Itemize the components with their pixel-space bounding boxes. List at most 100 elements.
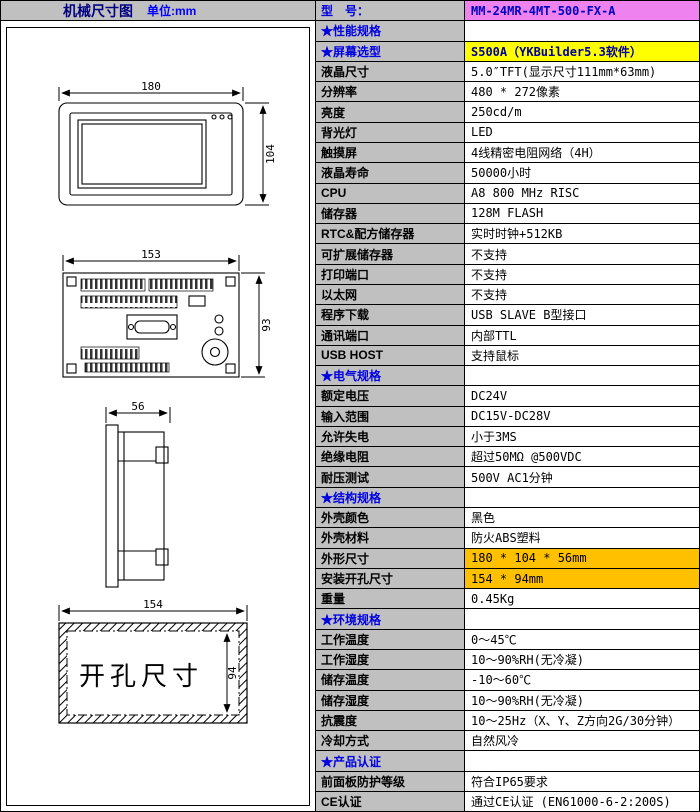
spec-value: 480 * 272像素 <box>465 82 699 102</box>
spec-value: -10～60℃ <box>465 670 699 690</box>
svg-text:153: 153 <box>141 249 161 261</box>
spec-label: 外形尺寸 <box>316 548 465 568</box>
spec-label: 可扩展储存器 <box>316 244 465 264</box>
cutout-outline: 开孔尺寸 <box>58 622 248 724</box>
spec-label: 工作温度 <box>316 629 465 649</box>
spec-value: DC24V <box>465 386 699 406</box>
vent-grille <box>80 346 140 360</box>
spec-value: 128M FLASH <box>465 203 699 224</box>
spec-value: DC15V-DC28V <box>465 406 699 426</box>
spec-value: 5.0″TFT(显示尺寸111mm*63mm) <box>465 61 699 82</box>
spec-label: ★屏幕选型 <box>316 41 465 61</box>
spec-value: 180 * 104 * 56mm <box>465 548 699 568</box>
spec-label: 抗震度 <box>316 710 465 731</box>
spec-label: 安装开孔尺寸 <box>316 568 465 589</box>
spec-label: 输入范围 <box>316 406 465 426</box>
spec-label: 重量 <box>316 589 465 609</box>
model-value: MM-24MR-4MT-500-FX-A <box>465 1 699 21</box>
spec-label: 打印端口 <box>316 264 465 284</box>
spec-value: S500A（YKBuilder5.3软件） <box>465 41 699 61</box>
spec-label: 前面板防护等级 <box>316 771 465 791</box>
front-outline <box>58 102 244 206</box>
spec-row: 冷却方式自然风冷 <box>316 731 699 752</box>
spec-value: 500V AC1分钟 <box>465 467 699 487</box>
svg-text:104: 104 <box>264 144 277 164</box>
spec-value: 154 * 94mm <box>465 568 699 589</box>
spec-value: 10～25Hz（X、Y、Z方向2G/30分钟） <box>465 710 699 731</box>
spec-label: 背光灯 <box>316 122 465 142</box>
drawing-area-border <box>6 27 310 806</box>
spec-label: 外壳材料 <box>316 528 465 548</box>
spec-value: 250cd/m <box>465 102 699 122</box>
spec-value: 自然风冷 <box>465 731 699 751</box>
spec-label: 允许失电 <box>316 426 465 447</box>
spec-section-row: ★环境规格 <box>316 609 699 630</box>
spec-value: 实时时钟+512KB <box>465 224 699 244</box>
spec-row: 以太网不支持 <box>316 284 699 306</box>
unit-label: 单位:mm <box>147 4 197 19</box>
spec-label: 储存器 <box>316 203 465 224</box>
side-depth-dimension: 56 <box>105 401 171 423</box>
vent-grille <box>80 278 146 292</box>
front-view-drawing: 180 104 <box>58 81 277 206</box>
mounting-clip <box>155 446 169 464</box>
connector-port <box>126 314 178 340</box>
rear-width-dimension: 153 <box>62 249 240 271</box>
mechanical-panel: 机械尺寸图 单位:mm 180 <box>1 1 315 811</box>
model-label: 型 号： <box>316 1 465 21</box>
spec-label: CPU <box>316 183 465 203</box>
spec-row: 外壳颜色黑色 <box>316 508 699 529</box>
spec-label: 外壳颜色 <box>316 508 465 528</box>
spec-value: 不支持 <box>465 284 699 305</box>
spec-value: 小于3MS <box>465 426 699 447</box>
spec-value: 0～45℃ <box>465 629 699 649</box>
spec-row: 绝缘电阻超过50MΩ @500VDC <box>316 447 699 468</box>
spec-value: 超过50MΩ @500VDC <box>465 447 699 467</box>
spec-label: 亮度 <box>316 102 465 122</box>
spec-row: RTC&配方储存器实时时钟+512KB <box>316 224 699 245</box>
mounting-clip <box>155 548 169 566</box>
spec-row: 外壳材料防火ABS塑料 <box>316 528 699 549</box>
spec-value: 4线精密电阻网络（4H） <box>465 142 699 163</box>
spec-label: ★环境规格 <box>316 609 465 629</box>
spec-row: 前面板防护等级符合IP65要求 <box>316 771 699 792</box>
side-view-drawing: 56 <box>105 401 171 588</box>
cutout-drawing: 154 开孔尺寸 94 <box>58 599 248 724</box>
spec-value: A8 800 MHz RISC <box>465 183 699 203</box>
spec-value: USB SLAVE B型接口 <box>465 305 699 325</box>
cutout-width-dimension: 154 <box>58 599 248 621</box>
spec-row: CE认证通过CE认证 (EN61000-6-2:200S) <box>316 791 699 811</box>
vent-grille <box>80 295 178 309</box>
spec-value: 内部TTL <box>465 325 699 345</box>
spec-label: 储存温度 <box>316 670 465 690</box>
spec-value: 支持鼠标 <box>465 345 699 366</box>
spec-value <box>465 487 699 508</box>
spec-row: 可扩展储存器不支持 <box>316 244 699 265</box>
rear-height-dimension: 93 <box>241 272 273 378</box>
spec-label: 额定电压 <box>316 386 465 406</box>
spec-label: 触摸屏 <box>316 142 465 163</box>
spec-label: 冷却方式 <box>316 731 465 751</box>
spec-label: 绝缘电阻 <box>316 447 465 467</box>
spec-value <box>465 366 699 386</box>
spec-label: ★产品认证 <box>316 751 465 771</box>
svg-text:56: 56 <box>131 401 144 413</box>
spec-label: 以太网 <box>316 284 465 305</box>
spec-value: 50000小时 <box>465 163 699 183</box>
